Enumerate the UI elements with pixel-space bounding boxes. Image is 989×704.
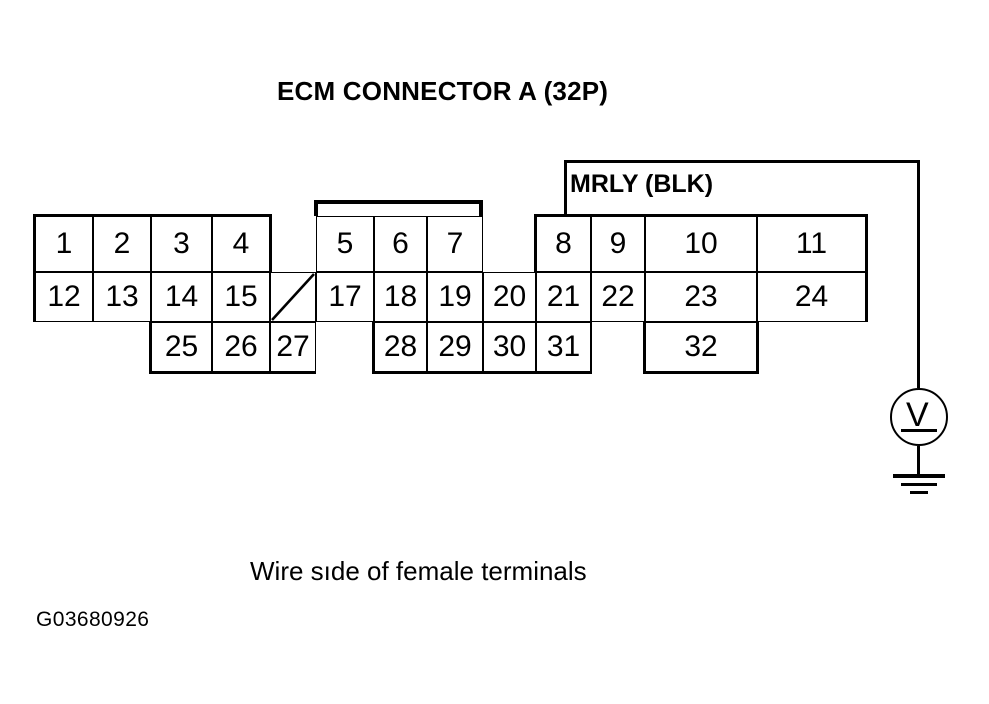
- voltmeter-v-symbol: V: [906, 396, 929, 434]
- ground-bar-3-icon: [910, 491, 928, 494]
- terminal-cell-17[interactable]: 17: [316, 272, 374, 322]
- terminal-cell-27[interactable]: 27: [270, 322, 316, 372]
- voltmeter-circle: [890, 388, 948, 446]
- right-block-outline-right: [864, 214, 868, 322]
- terminal-cell-2[interactable]: 2: [93, 216, 151, 272]
- terminal-cell-13[interactable]: 13: [93, 272, 151, 322]
- row3-right-group-outline-right: [755, 320, 759, 374]
- terminal-cell-22[interactable]: 22: [591, 272, 645, 322]
- terminal-cell-25[interactable]: 25: [151, 322, 212, 372]
- left-block-outline-step-right: [268, 214, 272, 272]
- page-title: ECM CONNECTOR A (32P): [277, 76, 609, 106]
- terminal-cell-23[interactable]: 23: [645, 272, 757, 322]
- terminal-cell-20[interactable]: 20: [483, 272, 536, 322]
- terminal-cell-14[interactable]: 14: [151, 272, 212, 322]
- terminal-cell-26[interactable]: 26: [212, 322, 270, 372]
- figure-caption: Wire sıde of female terminals: [250, 556, 587, 586]
- ground-bar-1-icon: [893, 474, 945, 478]
- mrly-leader-down-to-meter-segment: [917, 160, 920, 388]
- ground-bar-2-icon: [901, 483, 937, 486]
- terminal-cell-28[interactable]: 28: [374, 322, 427, 372]
- terminal-cell-21[interactable]: 21: [536, 272, 591, 322]
- terminal-cell-1[interactable]: 1: [35, 216, 93, 272]
- row3-right-group-outline-bottom: [643, 370, 759, 374]
- terminal-cell-5[interactable]: 5: [316, 216, 374, 272]
- terminal-cell-7[interactable]: 7: [427, 216, 483, 272]
- terminal-cell-31[interactable]: 31: [536, 322, 591, 372]
- terminal-cell-12[interactable]: 12: [35, 272, 93, 322]
- terminal-cell-19[interactable]: 19: [427, 272, 483, 322]
- terminal-cell-4[interactable]: 4: [212, 216, 270, 272]
- mrly-leader-vertical-segment: [564, 160, 567, 216]
- terminal-cell-10[interactable]: 10: [645, 216, 757, 272]
- row3-middle-group-outline-bottom: [372, 370, 592, 374]
- middle-block-tab-top: [314, 200, 483, 204]
- terminal-cell-6[interactable]: 6: [374, 216, 427, 272]
- unused-terminal-slash-icon: [271, 273, 315, 321]
- mrly-leader-horizontal-segment: [564, 160, 920, 163]
- terminal-cell-30[interactable]: 30: [483, 322, 536, 372]
- voltmeter-to-ground-wire: [917, 446, 920, 476]
- row3-left-group-outline-bottom: [149, 370, 316, 374]
- terminal-cell-18[interactable]: 18: [374, 272, 427, 322]
- terminal-cell-15[interactable]: 15: [212, 272, 270, 322]
- terminal-cell-29[interactable]: 29: [427, 322, 483, 372]
- terminal-cell-32[interactable]: 32: [645, 322, 757, 372]
- figure-id-label: G03680926: [36, 608, 150, 631]
- mrly-callout-label: MRLY (BLK): [570, 170, 714, 198]
- terminal-cell-11[interactable]: 11: [757, 216, 866, 272]
- terminal-cell-3[interactable]: 3: [151, 216, 212, 272]
- middle-block-tab-left: [314, 200, 318, 216]
- terminal-cell-24[interactable]: 24: [757, 272, 866, 322]
- terminal-cell-8[interactable]: 8: [536, 216, 591, 272]
- terminal-cell-9[interactable]: 9: [591, 216, 645, 272]
- voltmeter-v-underline: [901, 429, 937, 432]
